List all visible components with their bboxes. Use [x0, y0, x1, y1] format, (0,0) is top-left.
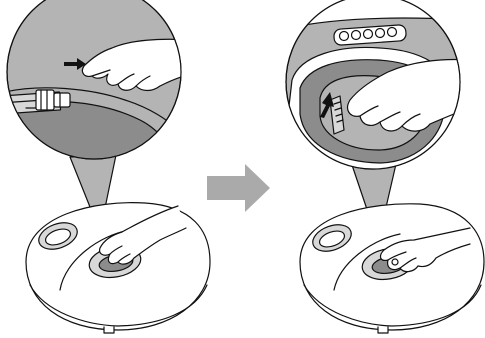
- zoom-hand-right: [347, 58, 460, 132]
- hand-left-shape: [99, 205, 187, 265]
- power-button-icon: [338, 30, 350, 42]
- unit-base-rim: [29, 284, 208, 327]
- hand-left-finger: [109, 245, 131, 263]
- control-buttons: [338, 26, 398, 42]
- hand-right: [379, 227, 471, 273]
- zoom-hand-right-fingers: [359, 105, 421, 127]
- heat-button-icon: [362, 28, 374, 40]
- arrow-right-icon: [64, 58, 86, 70]
- arrow-up-icon: [320, 92, 334, 118]
- step-one-illustration: [6, 0, 211, 334]
- hand-right-fingers: [387, 251, 417, 269]
- timer-button-icon: [386, 26, 398, 38]
- unit-foot-clip: [103, 326, 115, 334]
- hand-right-shape: [379, 227, 471, 273]
- gray-arrow-right-icon: [207, 164, 270, 212]
- hand-left: [99, 205, 187, 265]
- left-foot-well-inner: [318, 230, 346, 248]
- zoom-hand-fingers: [91, 69, 151, 87]
- mode-button-icon: [350, 29, 362, 41]
- unit-foot-clip: [377, 326, 389, 334]
- zoom-hand: [81, 38, 181, 92]
- unit-base-rim: [303, 284, 482, 327]
- zoom-detail-right: [285, 0, 461, 170]
- zoom-detail-left: [6, 0, 182, 160]
- step-two-illustration: [285, 0, 485, 334]
- unit-seam: [333, 233, 401, 291]
- left-foot-well-inner: [44, 228, 72, 246]
- speed-button-icon: [374, 27, 386, 39]
- plug-connector: [25, 89, 71, 111]
- zoom-lining-edge: [7, 87, 179, 131]
- zoom-lining-zip: [333, 101, 344, 123]
